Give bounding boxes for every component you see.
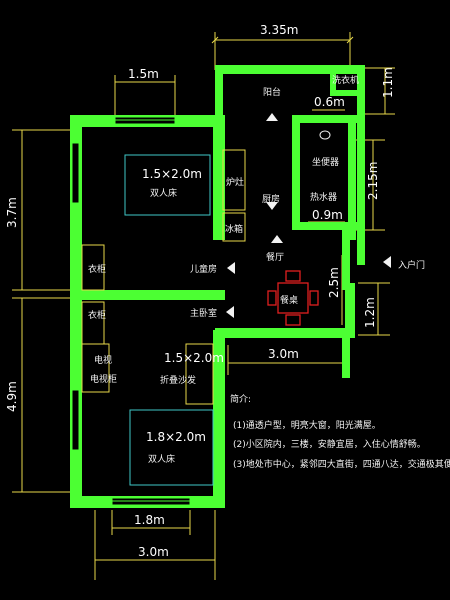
arrow-left-icon [227, 262, 235, 274]
tv-cabinet-outline [81, 343, 110, 393]
windows [71, 116, 191, 506]
dim-bedroom1-window: 1.5m [128, 67, 159, 81]
dim-top-width: 3.35m [260, 23, 298, 37]
direction-arrows [226, 113, 391, 318]
wardrobe-2-outline [81, 301, 105, 345]
dim-bottom-window: 1.8m [134, 513, 165, 527]
dim-laundry-height: 1.1m [381, 67, 395, 98]
label-toilet: 坐便器 [312, 156, 339, 168]
note-item-3: (3)地处市中心，紧邻四大直街，四通八达，交通极其便利。 [233, 458, 450, 470]
dim-balcony-width: 0.6m [314, 95, 345, 109]
label-dining: 餐厅 [266, 251, 284, 263]
note-item-1: (1)通透户型，明亮大窗，阳光满屋。 [233, 419, 381, 431]
dimension-lines [12, 32, 395, 580]
notes-title: 简介: [230, 393, 251, 405]
bed1-label: 双人床 [150, 187, 177, 199]
label-water-heater: 热水器 [310, 191, 337, 203]
bed2-label: 双人床 [148, 453, 175, 465]
dim-bath-height: 2.15m [366, 162, 380, 200]
bed-2 [129, 409, 214, 486]
label-entry: 入户门 [398, 259, 425, 271]
toilet-icon [319, 130, 331, 140]
note-item-2: (2)小区院内，三楼，安静宜居，入住心情舒畅。 [233, 438, 426, 450]
fridge-outline [222, 212, 246, 242]
label-wardrobe-1: 衣柜 [88, 263, 106, 275]
sofa-outline [185, 343, 214, 405]
bed1-size: 1.5×2.0m [142, 167, 202, 181]
arrow-down-icon [266, 202, 278, 210]
dim-left-upper: 3.7m [5, 197, 19, 228]
arrow-up-icon [266, 113, 278, 121]
label-folding-sofa: 折叠沙发 [160, 374, 196, 386]
label-tv-cabinet: 电视柜 [90, 373, 117, 385]
bed2-size: 1.8×2.0m [146, 430, 206, 444]
label-kitchen: 厨房 [262, 193, 280, 205]
label-kids-room: 儿童房 [190, 263, 217, 275]
label-stove: 炉灶 [226, 176, 244, 188]
arrow-left-icon [383, 256, 391, 268]
label-dining-table: 餐桌 [280, 294, 298, 306]
furniture [81, 130, 331, 486]
dim-entry-height: 1.2m [363, 297, 377, 328]
dim-left-lower: 4.9m [5, 381, 19, 412]
dim-mid-width: 3.0m [268, 347, 299, 361]
label-fridge: 冰箱 [225, 223, 243, 235]
dim-bath-width: 0.9m [312, 208, 343, 222]
label-tv: 电视 [94, 354, 112, 366]
stove-outline [222, 149, 246, 211]
arrow-up-icon [271, 235, 283, 243]
sofa-size: 1.5×2.0m [164, 351, 224, 365]
dining-table-icon [267, 270, 319, 326]
label-master-room: 主卧室 [190, 307, 217, 319]
label-wardrobe-2: 衣柜 [88, 309, 106, 321]
arrow-left-icon [226, 306, 234, 318]
bed-1 [124, 154, 211, 216]
dim-bottom-width: 3.0m [138, 545, 169, 559]
label-balcony: 阳台 [263, 86, 281, 98]
wardrobe-1-outline [81, 244, 105, 291]
label-laundry: 洗衣机 [332, 74, 359, 86]
dim-entry-gap: 2.5m [327, 267, 341, 298]
